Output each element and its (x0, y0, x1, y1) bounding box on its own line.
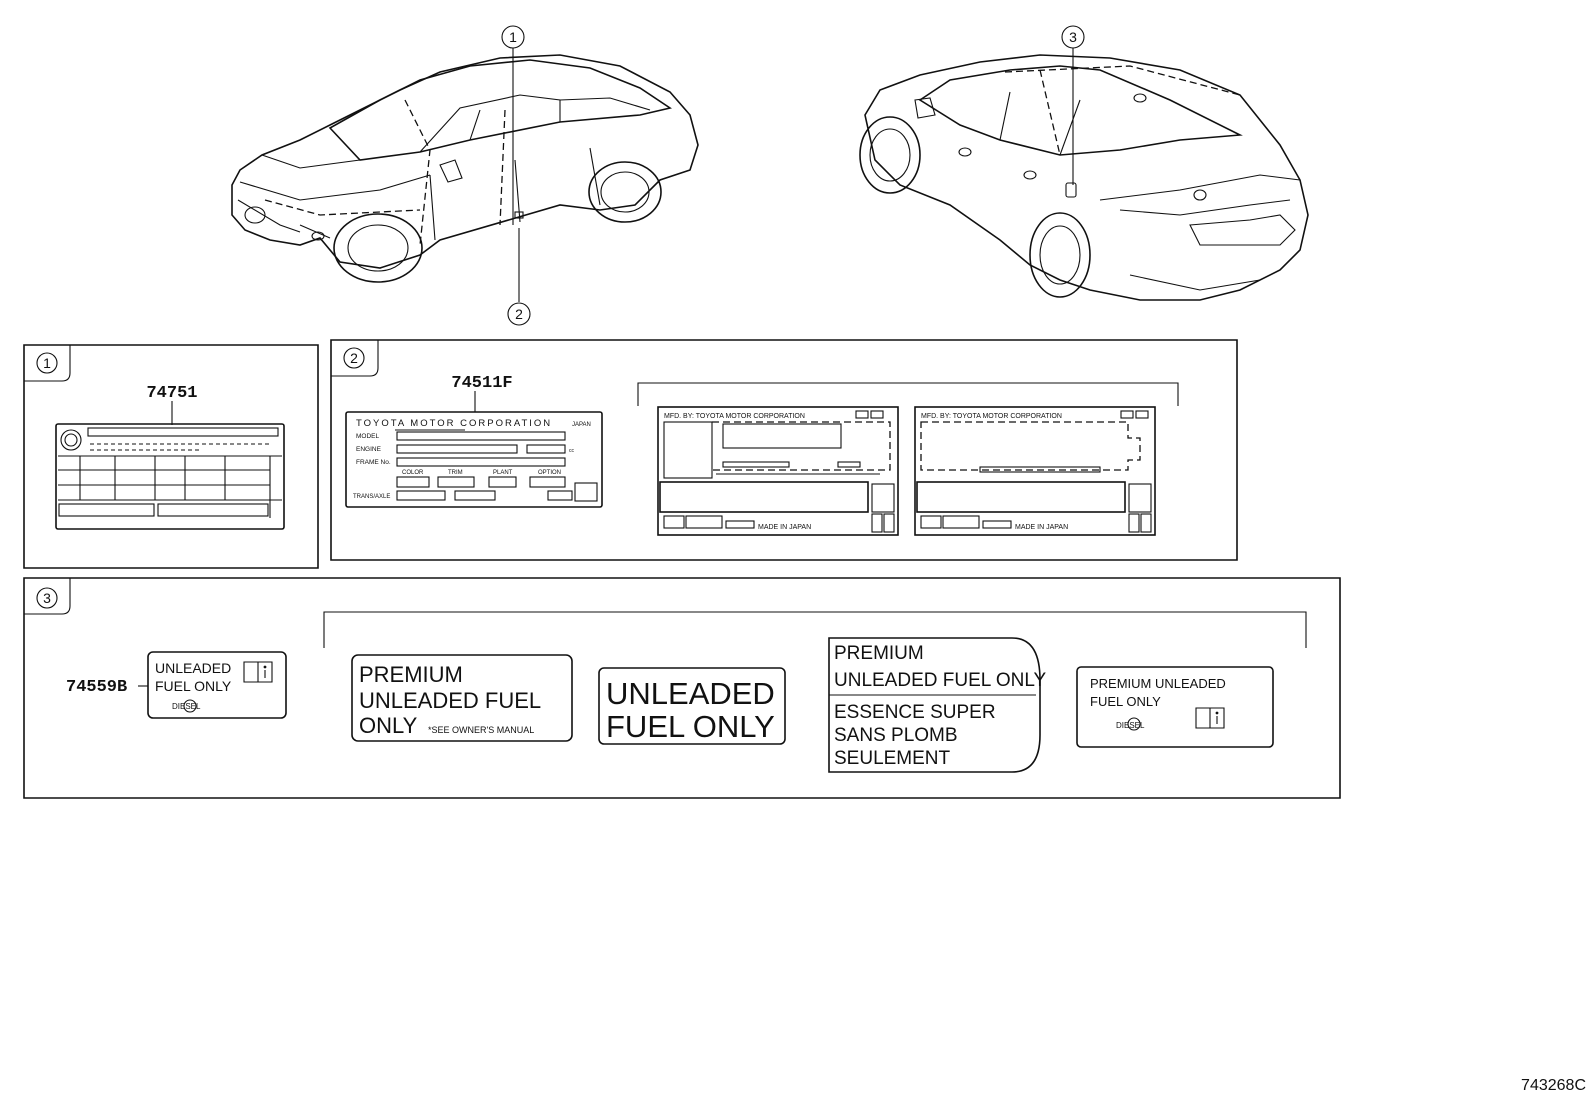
svg-text:PREMIUM: PREMIUM (359, 662, 463, 687)
svg-text:TRANS/AXLE: TRANS/AXLE (353, 494, 390, 500)
svg-text:MADE IN JAPAN: MADE IN JAPAN (1015, 524, 1068, 531)
svg-text:*SEE OWNER'S MANUAL: *SEE OWNER'S MANUAL (428, 725, 534, 735)
fuel-label-premium-c: PREMIUM UNLEADED FUEL ONLY ESSENCE SUPER… (828, 637, 1047, 773)
svg-text:ONLY: ONLY (359, 713, 418, 738)
svg-text:ESSENCE SUPER: ESSENCE SUPER (834, 702, 996, 723)
front-car-illustration (231, 48, 699, 302)
callout-1: 1 (501, 25, 525, 49)
svg-text:TRIM: TRIM (448, 470, 463, 476)
part-number-74559b: 74559B (66, 678, 127, 697)
svg-text:3: 3 (43, 590, 51, 606)
panel-2: 2 74511F TOYOTA MOTOR CORPORATION JAPAN … (330, 339, 1238, 561)
owners-manual-icon (1195, 707, 1225, 729)
part-number-74511f: 74511F (451, 374, 512, 393)
diagram-id: 743268C (1521, 1077, 1586, 1094)
svg-text:FUEL ONLY: FUEL ONLY (155, 678, 232, 694)
mfd-label-1: MFD. BY: TOYOTA MOTOR CORPORATION MADE I… (657, 406, 899, 536)
fuel-label-premium-d: PREMIUM UNLEADED FUEL ONLY DIESEL (1076, 666, 1274, 748)
panel-3: 3 74559B UNLEADED FUEL ONLY DIESEL PREMI… (23, 577, 1341, 799)
vehicle-id-plate: TOYOTA MOTOR CORPORATION JAPAN MODEL ENG… (345, 411, 603, 508)
svg-text:OPTION: OPTION (538, 470, 561, 476)
svg-text:ENGINE: ENGINE (356, 446, 382, 453)
svg-text:TOYOTA MOTOR CORPORATION: TOYOTA MOTOR CORPORATION (356, 418, 552, 429)
svg-text:MFD. BY: TOYOTA MOTOR CORPORAT: MFD. BY: TOYOTA MOTOR CORPORATION (664, 413, 805, 420)
svg-text:DIESEL: DIESEL (1116, 721, 1145, 730)
mfd-label-2: MFD. BY: TOYOTA MOTOR CORPORATION MADE I… (914, 406, 1156, 536)
svg-text:MADE IN JAPAN: MADE IN JAPAN (758, 524, 811, 531)
svg-text:cc: cc (569, 448, 575, 454)
svg-text:UNLEADED FUEL ONLY: UNLEADED FUEL ONLY (834, 670, 1047, 691)
tire-info-label (55, 423, 285, 530)
fuel-label-unleaded-b: UNLEADED FUEL ONLY (598, 667, 786, 745)
svg-text:MODEL: MODEL (356, 433, 380, 440)
svg-text:FRAME No.: FRAME No. (356, 459, 391, 466)
svg-text:1: 1 (509, 29, 517, 45)
svg-text:MFD. BY: TOYOTA MOTOR CORPORAT: MFD. BY: TOYOTA MOTOR CORPORATION (921, 413, 1062, 420)
svg-text:UNLEADED: UNLEADED (606, 676, 775, 711)
owners-manual-icon (243, 661, 273, 683)
svg-text:PLANT: PLANT (493, 470, 513, 476)
svg-text:2: 2 (515, 306, 523, 322)
svg-text:UNLEADED FUEL: UNLEADED FUEL (359, 688, 541, 713)
svg-text:3: 3 (1069, 29, 1077, 45)
svg-text:PREMIUM: PREMIUM (834, 643, 924, 664)
svg-text:FUEL ONLY: FUEL ONLY (606, 709, 775, 744)
svg-text:SANS PLOMB: SANS PLOMB (834, 725, 958, 746)
callout-3: 3 (1061, 25, 1085, 49)
svg-text:UNLEADED: UNLEADED (155, 660, 231, 676)
svg-text:SEULEMENT: SEULEMENT (834, 748, 951, 769)
svg-text:1: 1 (43, 355, 51, 371)
fuel-label-premium-a: PREMIUM UNLEADED FUEL ONLY *SEE OWNER'S … (351, 654, 573, 742)
svg-text:COLOR: COLOR (402, 470, 424, 476)
panel-1: 1 74751 (23, 344, 319, 569)
fuel-label-main: UNLEADED FUEL ONLY DIESEL (147, 651, 287, 719)
svg-text:FUEL ONLY: FUEL ONLY (1090, 694, 1161, 709)
svg-text:PREMIUM UNLEADED: PREMIUM UNLEADED (1090, 676, 1226, 691)
svg-text:JAPAN: JAPAN (572, 422, 591, 428)
part-number-74751: 74751 (146, 384, 197, 403)
rear-car-illustration (859, 48, 1309, 301)
svg-text:2: 2 (350, 350, 358, 366)
svg-text:DIESEL: DIESEL (172, 702, 201, 711)
callout-2: 2 (507, 302, 531, 326)
